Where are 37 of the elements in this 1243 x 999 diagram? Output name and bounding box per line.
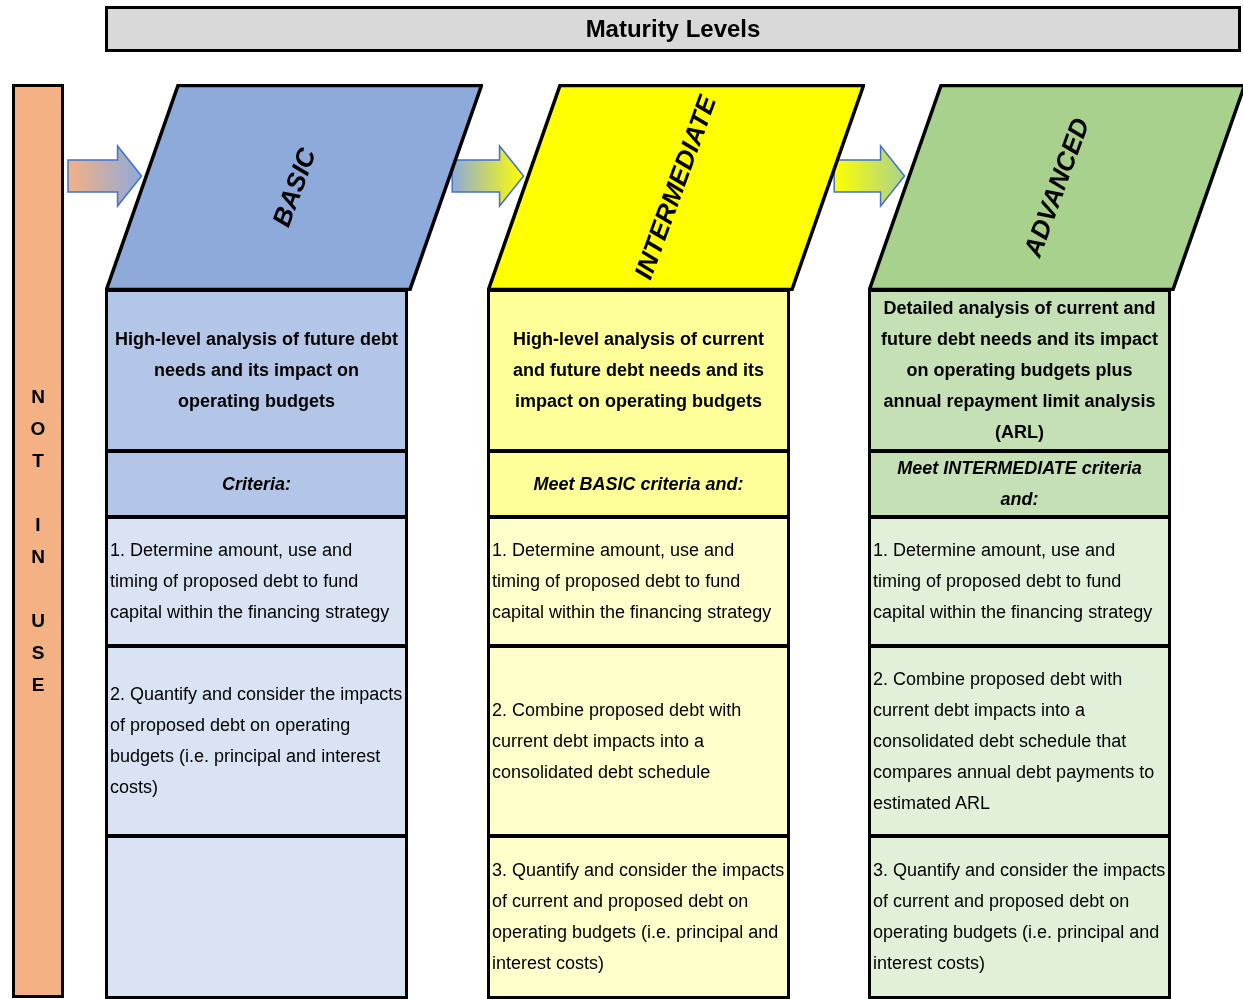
- criteria-heading: Meet BASIC criteria and:: [533, 472, 744, 496]
- description-text: Detailed analysis of current and future debt needs and its impact on operating budgets plus annual repayment limit analysis (ARL): [879, 297, 1159, 444]
- criteria-text: 1. Determine amount, use and timing of proposed debt to fund capital within the financing strategy: [492, 539, 773, 624]
- criteria-text: 3. Quantify and consider the impacts of current and proposed debt on operating budgets (i.e. principal and interest costs): [492, 859, 785, 975]
- description-cell: [487, 289, 790, 452]
- table-cell: [487, 645, 790, 837]
- vertical-label: NOT IN USE: [29, 385, 47, 697]
- criteria-text: 1. Determine amount, use and timing of proposed debt to fund capital within the financing strategy: [110, 539, 391, 624]
- block-arrow: [67, 143, 143, 209]
- table-cell: [868, 516, 1171, 647]
- heading-cell: [105, 450, 408, 518]
- empty-cell: [105, 835, 408, 999]
- criteria-text: 2. Combine proposed debt with current debt impacts into a consolidated debt schedule: [492, 698, 743, 784]
- criteria-text: 1. Determine amount, use and timing of proposed debt to fund capital within the financing strategy: [873, 539, 1154, 624]
- table-cell: [868, 645, 1171, 837]
- description-text: High-level analysis of current and future debt needs and its impact on operating budgets: [511, 328, 766, 413]
- description-text: High-level analysis of future debt needs and its impact on operating budgets: [114, 328, 399, 413]
- criteria-text: 2. Combine proposed debt with current debt impacts into a consolidated debt schedule that compares annual debt payments to estimated ARL: [873, 667, 1156, 815]
- criteria-heading: Criteria:: [222, 472, 291, 496]
- table-cell: [105, 645, 408, 837]
- block-arrow: [451, 143, 525, 209]
- level-heading: BASIC: [265, 144, 323, 231]
- criteria-heading: Meet INTERMEDIATE criteria and:: [896, 457, 1143, 511]
- table-cell: [105, 516, 408, 647]
- title-text: Maturity Levels: [585, 14, 761, 44]
- title-bar: [105, 6, 1241, 52]
- table-cell: [487, 835, 790, 999]
- criteria-text: 2. Quantify and consider the impacts of proposed debt on operating budgets (i.e. principal and interest costs): [110, 683, 403, 799]
- heading-cell: [487, 450, 790, 518]
- description-cell: [105, 289, 408, 452]
- side-bar: [12, 84, 64, 998]
- description-cell: [868, 289, 1171, 452]
- table-cell: [487, 516, 790, 647]
- table-cell: [868, 835, 1171, 999]
- heading-cell: [868, 450, 1171, 518]
- criteria-text: 3. Quantify and consider the impacts of current and proposed debt on operating budgets (i.e. principal and interest costs): [873, 859, 1166, 975]
- block-arrow: [833, 143, 906, 209]
